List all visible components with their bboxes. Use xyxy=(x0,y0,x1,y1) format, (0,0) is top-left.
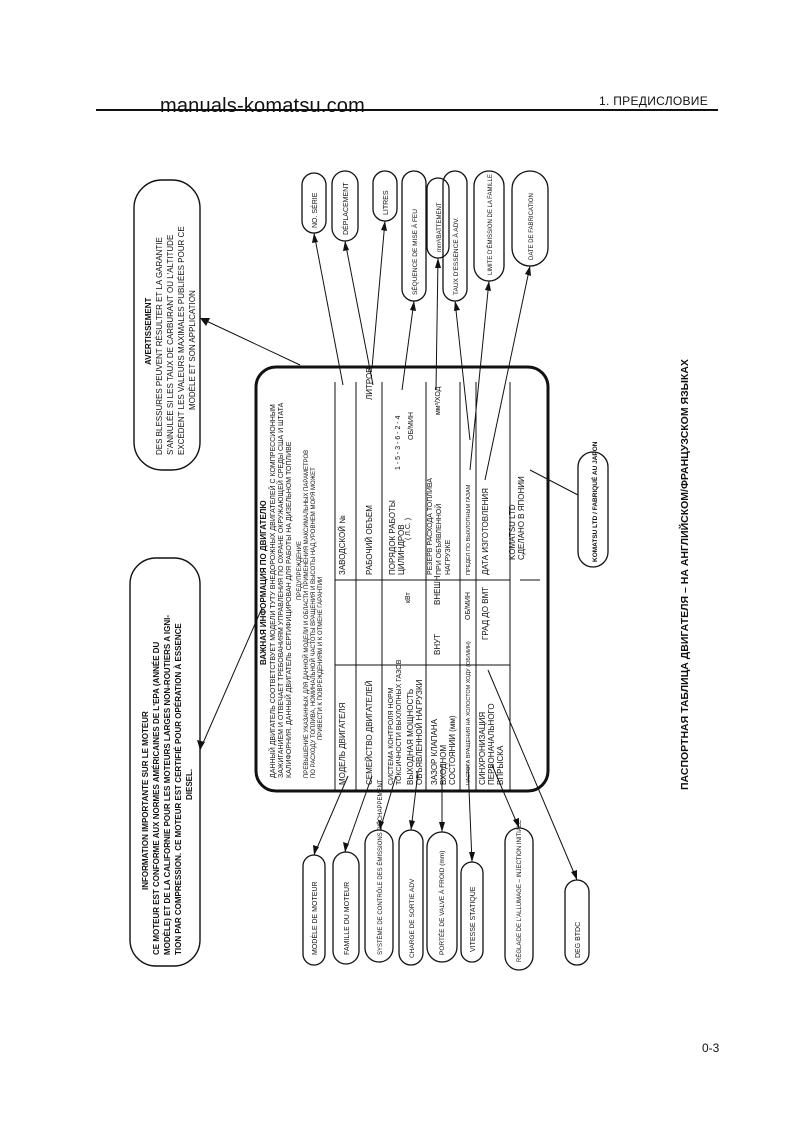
svg-text:PORTÉE DE VALVE À FROID (mm): PORTÉE DE VALVE À FROID (mm) xyxy=(437,851,446,955)
engine-plate xyxy=(254,365,550,793)
svg-text:DES BLESSURES PEUVENT RÉSULTER: DES BLESSURES PEUVENT RÉSULTER ET LA GAR… xyxy=(155,237,164,455)
page-number: 0-3 xyxy=(702,1041,720,1055)
left-info-box xyxy=(129,557,201,967)
plate-title: ВАЖНАЯ ИНФОРМАЦИЯ ПО ДВИГАТЕЛЮ xyxy=(259,500,268,665)
svg-text:1 - 5 - 3 - 6 - 2 - 4: 1 - 5 - 3 - 6 - 2 - 4 xyxy=(395,415,402,470)
svg-text:DIESEL.: DIESEL. xyxy=(185,769,194,800)
svg-text:кВт: кВт xyxy=(405,592,412,603)
svg-text:ЛИТРОВ: ЛИТРОВ xyxy=(365,367,374,400)
header-rule xyxy=(96,109,718,111)
svg-text:LIMITE D'ÉMISSION DE LA FAMILL: LIMITE D'ÉMISSION DE LA FAMILLE xyxy=(487,174,494,275)
svg-text:ПРИ ОБЪЯВЛЕННОЙ: ПРИ ОБЪЯВЛЕННОЙ xyxy=(434,504,443,575)
svg-text:ПРЕВЫШЕНИЕ УКАЗАННЫХ ДЛЯ ДАННО: ПРЕВЫШЕНИЕ УКАЗАННЫХ ДЛЯ ДАННОЙ МОДЕЛИ И… xyxy=(302,450,310,778)
svg-text:( Л.С. ): ( Л.С. ) xyxy=(405,518,412,540)
maker-oval xyxy=(577,451,609,568)
svg-text:ПО РАСХОДУ ТОПЛИВА, НОМИНАЛЬНО: ПО РАСХОДУ ТОПЛИВА, НОМИНАЛЬНОЙ ЧАСТОТЫ … xyxy=(309,467,317,778)
maker-label: KOMATSU LTD / FABRIQUÉ AU JAPON xyxy=(590,441,599,562)
figure-caption: ПАСПОРТНАЯ ТАБЛИЦА ДВИГАТЕЛЯ – НА АНГЛИЙ… xyxy=(678,359,691,790)
svg-text:СДЕЛАНО В ЯПОНИИ: СДЕЛАНО В ЯПОНИИ xyxy=(517,476,526,560)
svg-text:ПРЕДУПРЕЖДЕНИЕ: ПРЕДУПРЕЖДЕНИЕ xyxy=(297,541,303,600)
svg-text:CHARGE DE SORTIE ADV: CHARGE DE SORTIE ADV xyxy=(409,878,416,958)
svg-text:CE MOTEUR EST CONFORME AUX NOR: CE MOTEUR EST CONFORME AUX NORMES AMÉRIC… xyxy=(152,641,161,955)
svg-text:LITRES: LITRES xyxy=(383,190,390,215)
svg-text:ТОКСИЧНОСТИ ВЫХЛОПНЫХ ГАЗОВ: ТОКСИЧНОСТИ ВЫХЛОПНЫХ ГАЗОВ xyxy=(396,659,403,785)
plate-text: ВАЖНАЯ ИНФОРМАЦИЯ ПО ДВИГАТЕЛЮ ДАННЫЙ ДВ… xyxy=(259,367,526,785)
svg-text:ДАННЫЙ ДВИГАТЕЛЬ СООТВЕТСТВУЕТ: ДАННЫЙ ДВИГАТЕЛЬ СООТВЕТСТВУЕТ МОДЕЛИ ТУ… xyxy=(268,404,277,778)
svg-text:СЕМЕЙСТВО ДВИГАТЕЛЕЙ: СЕМЕЙСТВО ДВИГАТЕЛЕЙ xyxy=(365,680,374,785)
svg-text:S'ANNULÉE SI LES TAUX DE CARBU: S'ANNULÉE SI LES TAUX DE CARBURANT OU L'… xyxy=(166,235,175,455)
svg-text:MODÈLE ET SON APPLICATION: MODÈLE ET SON APPLICATION xyxy=(188,290,197,410)
left-info-text: INFORMATION IMPORTANTE SUR LE MOTEUR CE … xyxy=(141,615,194,955)
leader-lines xyxy=(199,220,579,881)
svg-text:ВПРЫСКА: ВПРЫСКА xyxy=(496,745,505,785)
svg-text:KOMATSU LTD: KOMATSU LTD xyxy=(508,504,517,560)
right-warning-text: AVERTISSEMENT DES BLESSURES PEUVENT RÉSU… xyxy=(144,226,197,455)
svg-text:ВНЕШН: ВНЕШН xyxy=(433,575,442,605)
svg-text:DÉPLACEMENT: DÉPLACEMENT xyxy=(341,182,350,235)
svg-text:ЧАСТОТА ВРАЩЕНИЯ НА ХОЛОСТОМ Х: ЧАСТОТА ВРАЩЕНИЯ НА ХОЛОСТОМ ХОДУ (ОБ/МИ… xyxy=(466,641,472,785)
svg-text:ПРЕДЕЛ ПО ВЫХЛОПНЫМ ГАЗАМ: ПРЕДЕЛ ПО ВЫХЛОПНЫМ ГАЗАМ xyxy=(466,484,472,575)
svg-text:ЗАЗОР КЛАПАНА: ЗАЗОР КЛАПАНА xyxy=(430,718,439,785)
svg-text:VITESSE STATIQUE: VITESSE STATIQUE xyxy=(470,886,477,952)
svg-text:INFORMATION IMPORTANTE SUR LE: INFORMATION IMPORTANTE SUR LE MOTEUR xyxy=(141,711,150,890)
svg-text:SYSTÈME DE CONTRÔLE DES ÉMISSI: SYSTÈME DE CONTRÔLE DES ÉMISSIONS D'ÉCHA… xyxy=(377,779,384,955)
svg-text:СОСТОЯНИИ (мм): СОСТОЯНИИ (мм) xyxy=(448,715,457,785)
watermark: manuals-komatsu.com xyxy=(160,95,365,117)
svg-text:ПОРЯДОК РАБОТЫ: ПОРЯДОК РАБОТЫ xyxy=(388,500,397,575)
svg-text:ВНУТ: ВНУТ xyxy=(433,634,442,655)
svg-text:TION PAR COMPRESSION. CE MOTEU: TION PAR COMPRESSION. CE MOTEUR EST CERT… xyxy=(174,623,183,955)
svg-text:AVERTISSEMENT: AVERTISSEMENT xyxy=(144,297,153,365)
svg-text:NO. SÉRIE: NO. SÉRIE xyxy=(310,192,319,228)
svg-text:ОБ/МИН: ОБ/МИН xyxy=(465,592,472,620)
svg-text:ВЫХОДНАЯ МОЩНОСТЬ: ВЫХОДНАЯ МОЩНОСТЬ xyxy=(406,689,415,785)
right-warning-box xyxy=(133,179,201,471)
svg-text:ПРИВЕСТИ К ПОВРЕЖДЕНИЯМ И К ОТ: ПРИВЕСТИ К ПОВРЕЖДЕНИЯМ И К ОТМЕНЕ ГАРАН… xyxy=(318,577,324,740)
svg-text:SÉQUENCE DE MISE À FEU: SÉQUENCE DE MISE À FEU xyxy=(410,209,419,295)
svg-text:RÉGLAGE DE L'ALLUMAGE – INJECT: RÉGLAGE DE L'ALLUMAGE – INJECTION INITIA… xyxy=(516,820,523,962)
svg-text:ГРАД ДО ВМТ: ГРАД ДО ВМТ xyxy=(481,587,490,640)
svg-text:мм³/ХОД: мм³/ХОД xyxy=(435,386,442,415)
top-oval-labels: NO. SÉRIE DÉPLACEMENT LITRES SÉQUENCE DE… xyxy=(310,174,535,295)
arrow-heads xyxy=(197,221,577,880)
svg-text:DEG BTDC: DEG BTDC xyxy=(575,922,582,958)
svg-text:MODÈLE DE MOTEUR: MODÈLE DE MOTEUR xyxy=(310,881,319,955)
svg-text:РЕЗЕРВ РАСХОДА ТОПЛИВА: РЕЗЕРВ РАСХОДА ТОПЛИВА xyxy=(427,478,434,575)
svg-text:КАЛИФОРНИЯ. ДАННЫЙ ДВИГАТЕЛЬ С: КАЛИФОРНИЯ. ДАННЫЙ ДВИГАТЕЛЬ СЕРТИФИЦИРО… xyxy=(284,441,293,778)
svg-text:MODÈLE) ET DE LA CALIFORNIE PO: MODÈLE) ET DE LA CALIFORNIE POUR LES MOT… xyxy=(163,615,172,955)
svg-text:НАГРУЗКЕ: НАГРУЗКЕ xyxy=(445,539,452,575)
svg-text:СИНХРОНИЗАЦИЯ: СИНХРОНИЗАЦИЯ xyxy=(478,712,487,785)
bottom-oval-labels: MODÈLE DE MOTEUR FAMILLE DU MOTEUR SYSTÈ… xyxy=(310,779,582,962)
svg-text:РАБОЧИЙ ОБЪЕМ: РАБОЧИЙ ОБЪЕМ xyxy=(365,505,374,575)
top-ovals xyxy=(301,170,549,302)
svg-text:ОБ/МИН: ОБ/МИН xyxy=(408,412,415,440)
svg-text:МОДЕЛЬ ДВИГАТЕЛЯ: МОДЕЛЬ ДВИГАТЕЛЯ xyxy=(338,702,347,785)
svg-text:EXCÈDENT LES VALEURS MAXIMALES: EXCÈDENT LES VALEURS MAXIMALES PUBLIÉES … xyxy=(177,226,186,455)
svg-text:ОБЪЯВЛЕННОЙ НАГРУЗКИ: ОБЪЯВЛЕННОЙ НАГРУЗКИ xyxy=(415,679,424,785)
svg-text:mm³/BATTEMENT: mm³/BATTEMENT xyxy=(437,202,443,252)
svg-text:ЦИЛИНДРОВ: ЦИЛИНДРОВ xyxy=(397,524,406,575)
section-title: 1. ПРЕДИСЛОВИЕ xyxy=(599,94,709,108)
svg-text:ДАТА ИЗГОТОВЛЕНИЯ: ДАТА ИЗГОТОВЛЕНИЯ xyxy=(481,488,490,575)
svg-text:FAMILLE DU MOTEUR: FAMILLE DU MOTEUR xyxy=(344,882,351,955)
svg-text:ЗАВОДСКОЙ №: ЗАВОДСКОЙ № xyxy=(338,515,347,575)
svg-text:СИСТЕМА КОНТРОЛЯ НОРМ: СИСТЕМА КОНТРОЛЯ НОРМ xyxy=(388,687,395,785)
svg-text:ПЕРВОНАЧАЛЬНОГО: ПЕРВОНАЧАЛЬНОГО xyxy=(487,703,496,785)
svg-text:DATE DE FABRICATION: DATE DE FABRICATION xyxy=(529,193,535,260)
svg-text:TAUX D'ESSENCE À ADV.: TAUX D'ESSENCE À ADV. xyxy=(451,217,460,295)
svg-text:ВХОДНОМ: ВХОДНОМ xyxy=(439,744,448,785)
svg-text:ЗАЖИГАНИЕМ И ОТВЕЧАЕТ ТРЕБОВАН: ЗАЖИГАНИЕМ И ОТВЕЧАЕТ ТРЕБОВАНИЯМ УПРАВЛ… xyxy=(276,402,285,778)
